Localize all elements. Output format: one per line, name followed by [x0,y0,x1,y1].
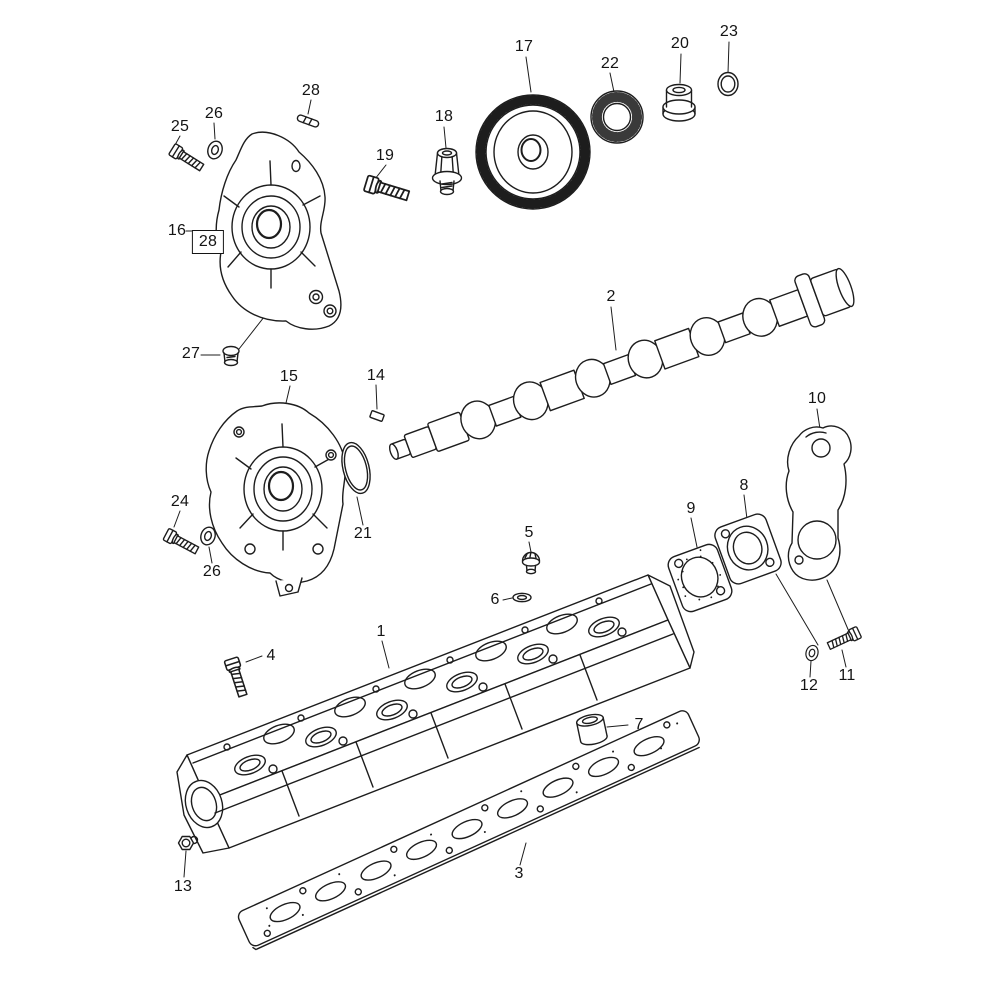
part-24-bolt [162,527,201,557]
part-28-dowel-pin [296,114,320,128]
part-18-fitting-nut [431,147,463,196]
callout-20: 20 [670,35,690,52]
part-1-cylinder-head [176,574,695,854]
callout-16: 16 [167,222,187,239]
part-3-head-gasket [237,710,700,951]
part-20-bushing [662,83,696,122]
callout-22: 22 [600,55,620,72]
callout-2: 2 [606,288,616,305]
part-21-seal [341,441,371,495]
part-25-bolt [167,142,206,174]
part-4-bolt [223,656,251,699]
callout-21: 21 [353,525,373,542]
part-5-plug [521,551,541,575]
callout-6: 6 [490,591,500,608]
part-23-o-ring [717,71,739,97]
callout-26-upper: 26 [204,105,224,122]
callout-26-lower: 26 [202,563,222,580]
part-16-housing-cover-upper [215,131,342,330]
callout-17: 17 [514,38,534,55]
part-19-bolt [362,174,412,205]
callout-10: 10 [807,390,827,407]
callout-5: 5 [524,524,534,541]
callout-13: 13 [173,878,193,895]
part-8-flange [714,513,782,585]
callout-4: 4 [266,647,276,664]
callout-8: 8 [739,477,749,494]
callout-28-upper: 28 [301,82,321,99]
part-10-end-plate-gasket [785,425,852,581]
callout-28-boxed: 28 [191,230,225,254]
callout-27: 27 [181,345,201,362]
part-9-flange-gasket [667,543,733,613]
callout-9: 9 [686,500,696,517]
part-6-seal-washer [512,592,532,603]
part-11-bolt [825,625,863,653]
part-26-washer-upper [204,138,226,162]
part-22-seal-ring [590,90,644,144]
callout-7: 7 [634,716,644,733]
callout-11: 11 [838,667,856,684]
part-27-plug [222,345,240,367]
callout-18: 18 [434,108,454,125]
callout-23: 23 [719,23,739,40]
callout-25: 25 [170,118,190,135]
callout-12: 12 [799,677,819,694]
part-7-bushing [575,713,608,746]
part-14-key [369,410,385,422]
callout-19: 19 [375,147,395,164]
callout-24: 24 [170,493,190,510]
part-13-nut [177,835,195,851]
part-15-housing-cover-lower [205,402,347,597]
part-17-camshaft-gear [475,94,591,210]
callout-15: 15 [279,368,299,385]
leader-lines [173,41,851,878]
callout-1: 1 [376,623,386,640]
callout-3: 3 [514,865,524,882]
part-2-camshaft [388,267,855,460]
part-12-washer [803,643,821,663]
callout-14: 14 [366,367,386,384]
